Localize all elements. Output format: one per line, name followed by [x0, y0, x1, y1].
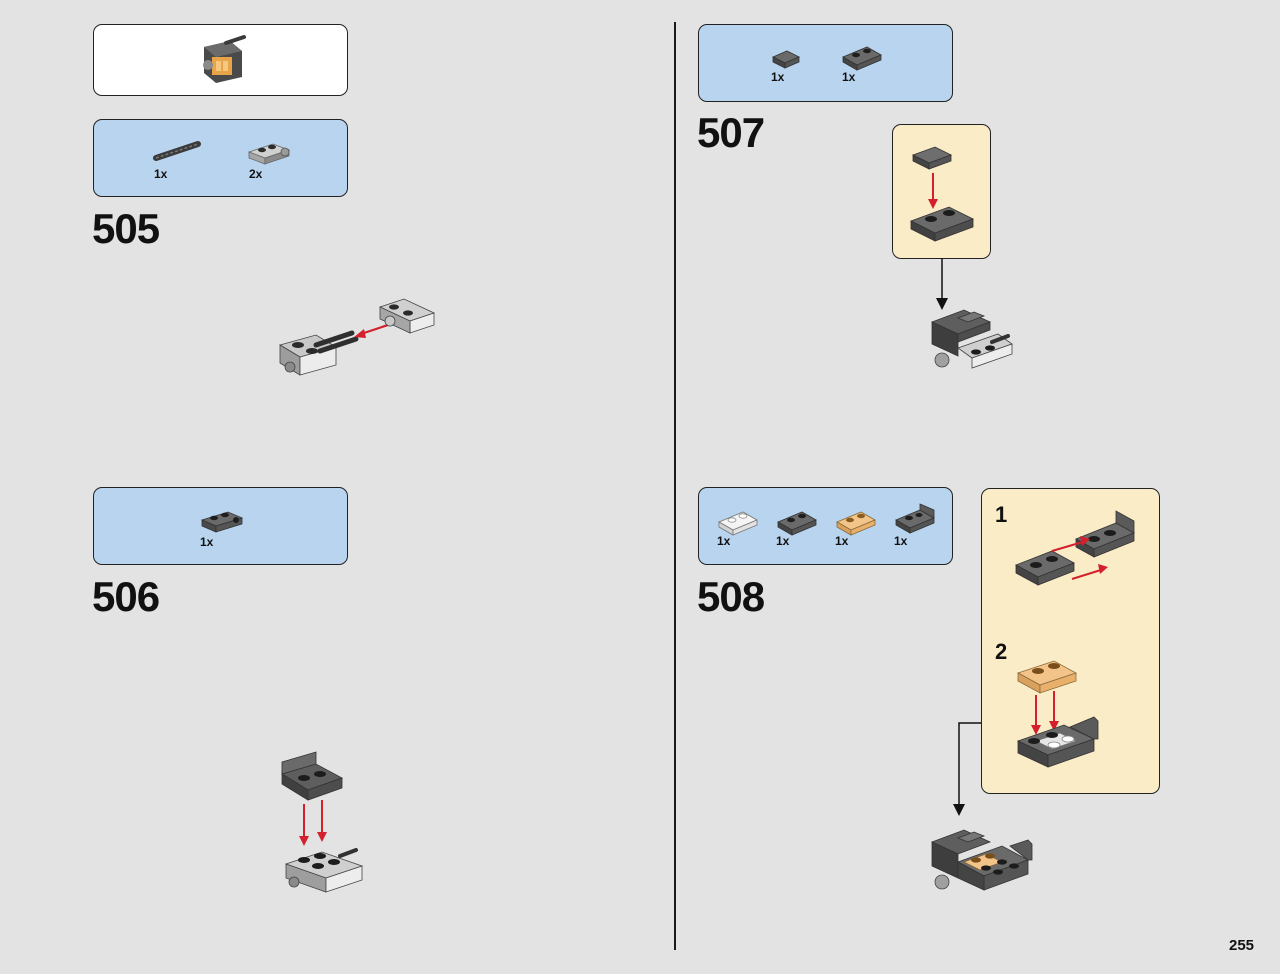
step-506-assembly-illustration [281, 751, 364, 893]
step-505-assembly-illustration [278, 298, 436, 376]
step-508-part-2-qty: 1x [776, 534, 790, 548]
step-507-assembly-illustration [930, 309, 1013, 369]
step-507-flow-arrow [936, 258, 948, 310]
step-506-part-1-qty: 1x [200, 535, 214, 549]
dark-grey-plate-1x2-icon [842, 46, 882, 71]
tan-transparent-plate-1x2-icon [836, 511, 876, 536]
step-507-parts-list: 1x 1x [698, 24, 953, 102]
step-508-substep-2-illustration [1016, 660, 1099, 768]
step-507-part-1-qty: 1x [771, 70, 785, 84]
dark-grey-plate-1x2-icon [777, 511, 817, 536]
dark-grey-bar-icon [153, 141, 201, 161]
step-508-parts-list: 1x 1x 1x 1x [698, 487, 953, 565]
step-507-part-2-qty: 1x [842, 70, 856, 84]
step-508-number: 508 [697, 573, 765, 620]
step-508-part-4-qty: 1x [894, 534, 908, 548]
step-508-substep-1-number: 1 [995, 502, 1008, 527]
submodel-preview-icon [203, 35, 246, 83]
step-505-part-2-qty: 2x [249, 167, 263, 181]
page-divider [674, 22, 676, 950]
dark-grey-bracket-1x2-icon [895, 503, 935, 534]
step-507-number: 507 [697, 109, 765, 156]
step-508-substep-2-number: 2 [995, 639, 1008, 664]
step-508-callout: 1 2 [981, 488, 1160, 794]
step-507-callout-illustration [909, 146, 975, 242]
step-505-part-1-qty: 1x [154, 167, 168, 181]
grey-bracket-plate-icon [247, 143, 291, 165]
white-plate-1x2-icon [718, 511, 758, 536]
step-507-callout [892, 124, 991, 259]
page-number: 255 [1229, 937, 1255, 954]
step-506-parts-list: 1x [93, 487, 348, 565]
step-508-part-3-qty: 1x [835, 534, 849, 548]
step-505-parts-list: 1x 2x [93, 119, 348, 197]
step-505-number: 505 [92, 205, 160, 252]
submodel-preview-box [93, 24, 348, 96]
step-506-number: 506 [92, 573, 160, 620]
dark-grey-tile-icon [772, 50, 800, 69]
step-508-assembly-illustration [930, 829, 1033, 891]
step-508-flow-arrow [953, 722, 981, 816]
step-508-substep-1-illustration [1015, 510, 1135, 586]
step-508-part-1-qty: 1x [717, 534, 731, 548]
dark-grey-bracket-icon [200, 511, 244, 533]
